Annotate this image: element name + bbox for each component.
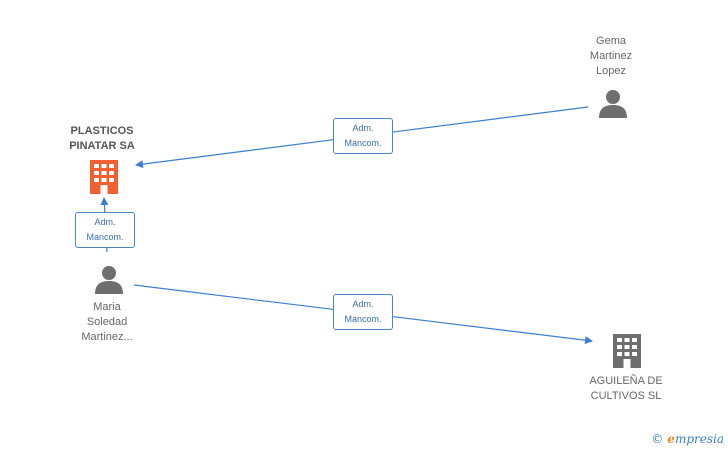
empresia-watermark: ©empresia — [651, 432, 724, 446]
edge-label-gema-plasticos: Adm. Mancom. — [333, 118, 393, 154]
edge-label-maria-plasticos: Adm. Mancom. — [75, 212, 135, 248]
person-icon[interactable] — [94, 264, 124, 294]
copyright-icon: © — [651, 432, 664, 446]
person-label-maria[interactable]: Maria Soledad Martinez... — [81, 301, 133, 343]
brand-name: mpresia — [674, 432, 724, 446]
person-icon[interactable] — [598, 88, 628, 118]
edge-label-maria-aguilena: Adm. Mancom. — [333, 294, 393, 330]
company-label-aguilena[interactable]: AGUILEÑA DE CULTIVOS SL — [589, 375, 663, 402]
building-icon[interactable] — [611, 334, 643, 368]
building-icon[interactable] — [88, 160, 120, 194]
person-label-gema[interactable]: Gema Martinez Lopez — [589, 35, 633, 77]
brand-initial: e — [667, 432, 675, 446]
company-label-plasticos[interactable]: PLASTICOS PINATAR SA — [69, 125, 135, 152]
